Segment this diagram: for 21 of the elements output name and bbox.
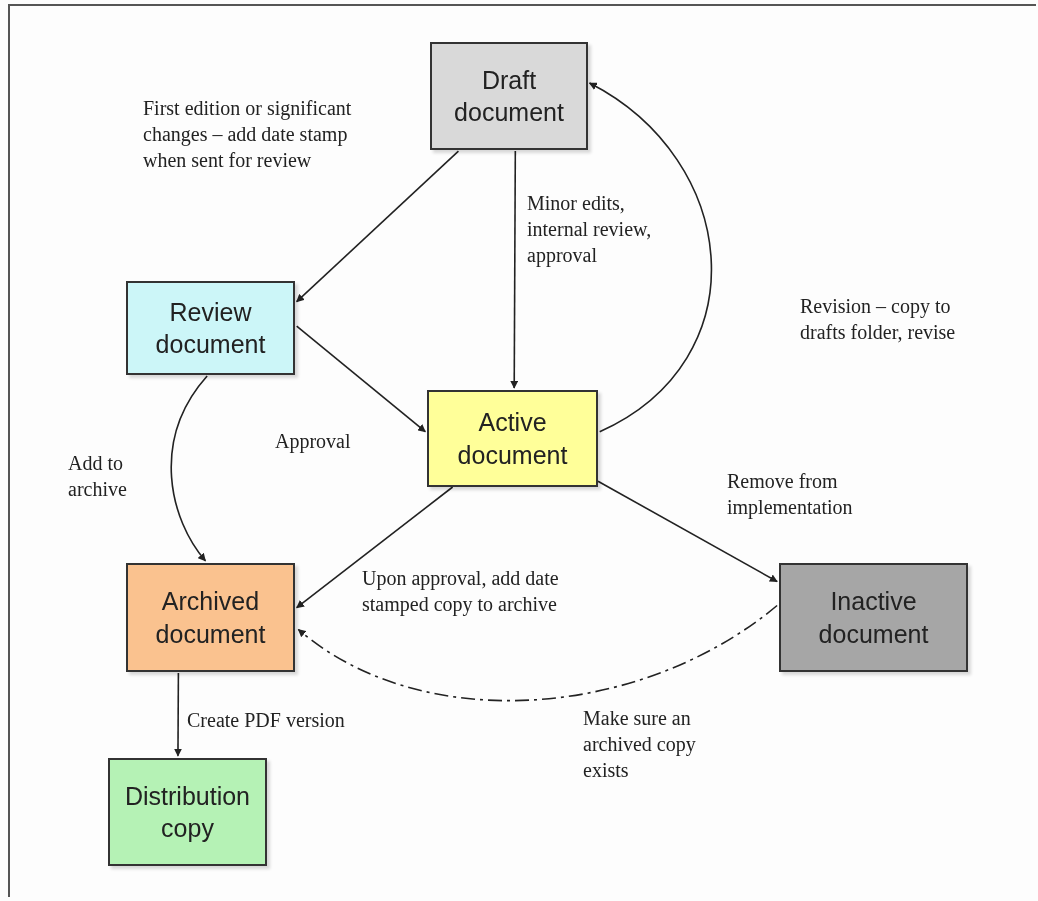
box-label: Distribution copy [123, 780, 252, 844]
box-label: Review document [154, 296, 267, 360]
process-box [108, 758, 267, 866]
arrow [170, 375, 208, 562]
arrow [295, 486, 454, 609]
process-box [779, 563, 968, 672]
process-box [427, 390, 598, 487]
arrow [597, 480, 778, 583]
process-box [126, 563, 295, 672]
box-label: Archived document [154, 586, 267, 650]
process-box [430, 42, 588, 150]
box-label: Draft document [453, 64, 565, 128]
arrow [295, 325, 427, 433]
arrow [295, 150, 460, 303]
arrow [510, 150, 519, 389]
box-label: Inactive document [817, 586, 930, 650]
process-box [126, 281, 295, 375]
dashed-arrow [297, 604, 778, 701]
box-label: Active document [456, 407, 569, 471]
arrow [588, 82, 712, 433]
arrow [174, 672, 182, 757]
